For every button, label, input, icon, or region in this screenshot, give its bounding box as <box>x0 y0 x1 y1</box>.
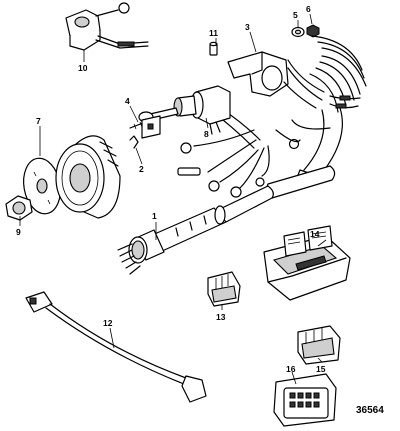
callout-2: 2 <box>139 164 144 174</box>
wiring-harness-bundle <box>220 35 367 223</box>
wiring-ring-terminals <box>177 103 331 198</box>
part-15-connector <box>297 325 341 365</box>
part-13-small-connector <box>207 271 241 307</box>
callout-5: 5 <box>293 10 298 20</box>
ignition-knob-bezel <box>55 135 121 219</box>
part-14-connector-block <box>263 225 351 301</box>
part-3-bracket <box>227 51 289 97</box>
callout-16: 16 <box>286 364 296 374</box>
callout-3: 3 <box>245 22 250 32</box>
callout-labels: 1 2 3 4 5 6 7 8 9 10 11 12 13 14 15 16 <box>16 4 326 374</box>
callout-8: 8 <box>204 129 209 139</box>
part-10-switch <box>65 2 149 51</box>
part-11-pin <box>209 41 218 56</box>
part-5-washer <box>291 26 305 38</box>
callout-15: 15 <box>316 364 326 374</box>
part-2-clip <box>129 115 161 149</box>
callout-13: 13 <box>216 312 226 322</box>
part-16-connector <box>273 373 337 427</box>
part-12-jumper-cable <box>25 291 207 403</box>
callout-7: 7 <box>36 116 41 126</box>
callout-1: 1 <box>152 211 157 221</box>
callout-4: 4 <box>125 96 130 106</box>
part-1-harness-plug <box>117 205 227 275</box>
callout-9: 9 <box>16 227 21 237</box>
callout-14: 14 <box>310 229 320 239</box>
callout-10: 10 <box>78 63 88 73</box>
reference-number: 36564 <box>356 405 384 416</box>
part-9-nut <box>5 195 33 221</box>
callout-12: 12 <box>103 318 113 328</box>
part-6-nut <box>306 24 320 38</box>
callout-6: 6 <box>306 4 311 14</box>
leader-lines <box>19 13 327 385</box>
part-7-decal-plate <box>23 157 61 215</box>
callout-11: 11 <box>209 28 218 38</box>
